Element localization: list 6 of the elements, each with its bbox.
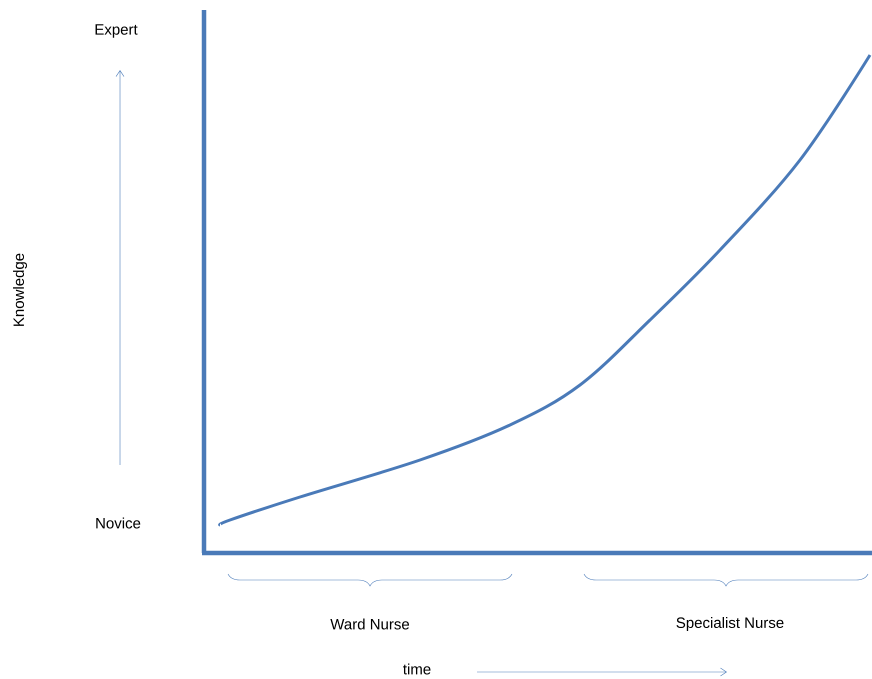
phase-label: Ward Nurse <box>330 618 410 630</box>
axis-label: Knowledge <box>13 254 27 326</box>
axis-label: time <box>403 663 430 674</box>
axis-label: Novice <box>96 517 140 528</box>
phase-label: Specialist Nurse <box>676 617 784 631</box>
axis-label: Expert <box>96 24 138 38</box>
